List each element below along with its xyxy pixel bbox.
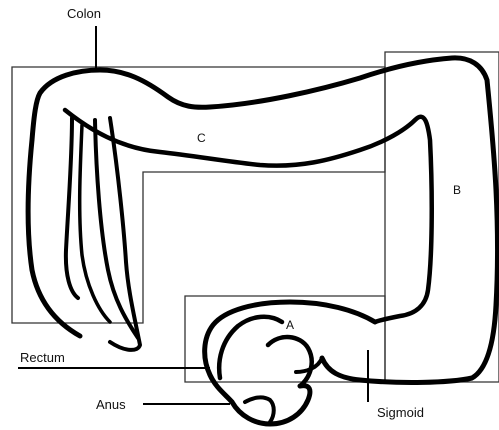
ascending-inner-left xyxy=(66,118,78,298)
rectum-label: Rectum xyxy=(20,351,65,364)
sigmoid-loop xyxy=(205,302,375,402)
region-b-label: B xyxy=(453,184,461,196)
colon-outline xyxy=(28,58,497,424)
region-c-label: C xyxy=(197,132,206,144)
region-b-box xyxy=(385,52,499,382)
rectum-curl xyxy=(268,337,312,386)
anus-label: Anus xyxy=(96,398,126,411)
colon-inner-lower-wall xyxy=(65,110,432,322)
rectum-inner xyxy=(219,317,282,378)
colon-label: Colon xyxy=(67,7,101,20)
colon-outer-upper-wall xyxy=(28,58,497,383)
region-a-label: A xyxy=(286,319,294,331)
sigmoid-tail xyxy=(296,358,322,372)
leader-lines xyxy=(18,26,368,404)
sigmoid-label: Sigmoid xyxy=(377,406,424,419)
